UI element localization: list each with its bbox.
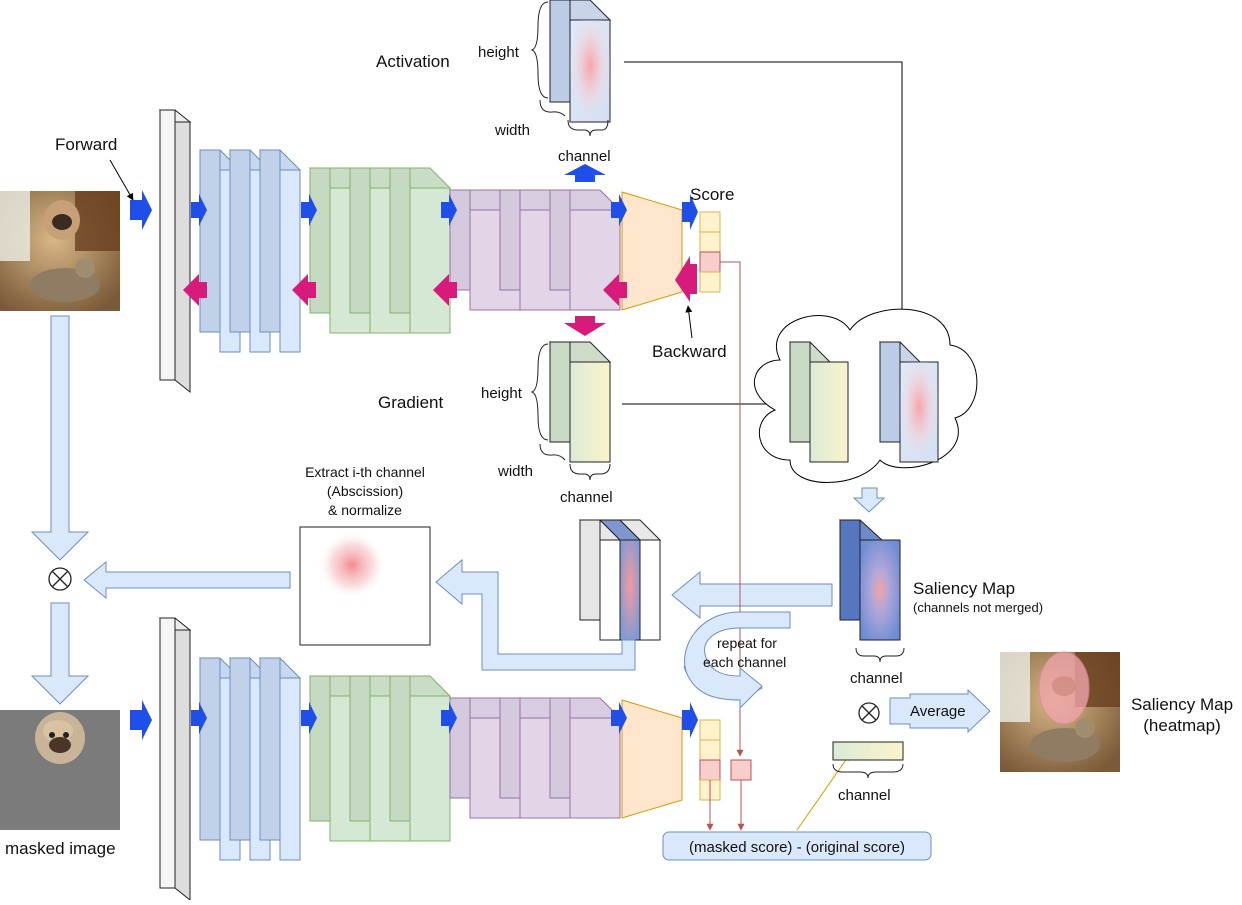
bottom-conv-block-purple: [448, 697, 622, 819]
activation-tensor: Activation height width channel: [376, 0, 612, 165]
score-difference-label: (masked score) - (original score): [689, 839, 905, 856]
forward-label: Forward: [55, 135, 117, 154]
heatmap-image: [1000, 651, 1120, 772]
input-image: [0, 191, 120, 311]
original-score-line: [720, 261, 744, 757]
score-label: Score: [690, 185, 734, 204]
activation-up-arrow: [564, 164, 606, 182]
fc-layer: [621, 191, 683, 311]
bottom-conv-block-green: [308, 675, 452, 842]
extracted-channel-box: Extract i-th channel (Abscission) & norm…: [299, 464, 431, 646]
activation-width-label: width: [494, 122, 530, 139]
bottom-forward-arrows: [130, 700, 698, 740]
repeat-curve-arrow: repeat for each channel: [683, 611, 791, 710]
gradient-channel-label: channel: [560, 489, 613, 506]
cloud-to-saliency-arrow: [852, 487, 886, 513]
channel-slice-stack: [578, 519, 662, 641]
saliency-to-strip-arrow: [671, 570, 833, 620]
conv-block-blue: [198, 149, 302, 353]
multiply-symbol-right: [858, 702, 880, 724]
multiply-to-masked-arrow: [30, 602, 90, 705]
backward-arrows: [183, 256, 697, 306]
extract-label-line3: & normalize: [328, 502, 402, 518]
score-vector: [699, 211, 721, 293]
saliency-map-label: Saliency Map: [913, 579, 1015, 598]
conv-block-purple: [448, 189, 622, 311]
activation-label: Activation: [376, 52, 450, 71]
saliency-map-tensor: Saliency Map (channels not merged) chann…: [838, 519, 1043, 687]
heatmap-label-line2: (heatmap): [1143, 716, 1220, 735]
original-score-copy: [730, 759, 752, 781]
activation-height-label: height: [478, 44, 520, 61]
bottom-score-vector: [699, 719, 721, 801]
average-arrow: Average: [889, 688, 991, 734]
extract-to-multiply-arrow: [83, 560, 291, 600]
activation-channel-label: channel: [558, 148, 611, 165]
strip-to-extract-arrow: [435, 558, 636, 671]
masked-image: masked image: [0, 710, 120, 858]
input-to-multiply-arrow: [30, 315, 90, 561]
extract-label-line2: (Abscission): [327, 483, 403, 499]
score-to-weight-line: [796, 753, 851, 831]
forward-arrows: [130, 190, 698, 230]
activation-to-cloud-line: [624, 61, 906, 331]
bottom-network: [130, 617, 721, 902]
bottom-fc-layer: [621, 699, 683, 819]
extract-label-line1: Extract i-th channel: [305, 464, 425, 480]
gradient-down-arrow: [564, 316, 606, 336]
bottom-conv-block-blue: [198, 657, 302, 861]
gradient-width-label: width: [497, 463, 533, 480]
input-layer-plate: [158, 109, 192, 394]
gradient-label: Gradient: [378, 393, 443, 412]
backward-label: Backward: [652, 342, 727, 361]
heatmap-label-line1: Saliency Map: [1131, 695, 1233, 714]
channel-weight-vector: channel: [832, 741, 904, 804]
bottom-input-plate: [158, 617, 192, 902]
channels-not-merged-label: (channels not merged): [913, 600, 1043, 615]
conv-block-green: [308, 167, 452, 334]
repeat-label-line2: each channel: [703, 654, 786, 670]
score-difference-box: (masked score) - (original score): [662, 831, 932, 861]
masked-image-label: masked image: [5, 839, 116, 858]
repeat-label-line1: repeat for: [717, 635, 777, 651]
average-label: Average: [910, 703, 966, 720]
gradient-tensor: Gradient height width channel: [378, 341, 613, 506]
saliency-channel-label: channel: [850, 670, 903, 687]
cloud-activation-tensor: [878, 341, 939, 463]
multiply-cloud: [753, 308, 978, 483]
top-network: Forward Score Backward: [55, 109, 734, 394]
multiply-symbol-left: [48, 567, 72, 591]
weight-channel-label: channel: [838, 787, 891, 804]
gradient-height-label: height: [481, 385, 523, 402]
cloud-gradient-tensor: [788, 341, 849, 463]
